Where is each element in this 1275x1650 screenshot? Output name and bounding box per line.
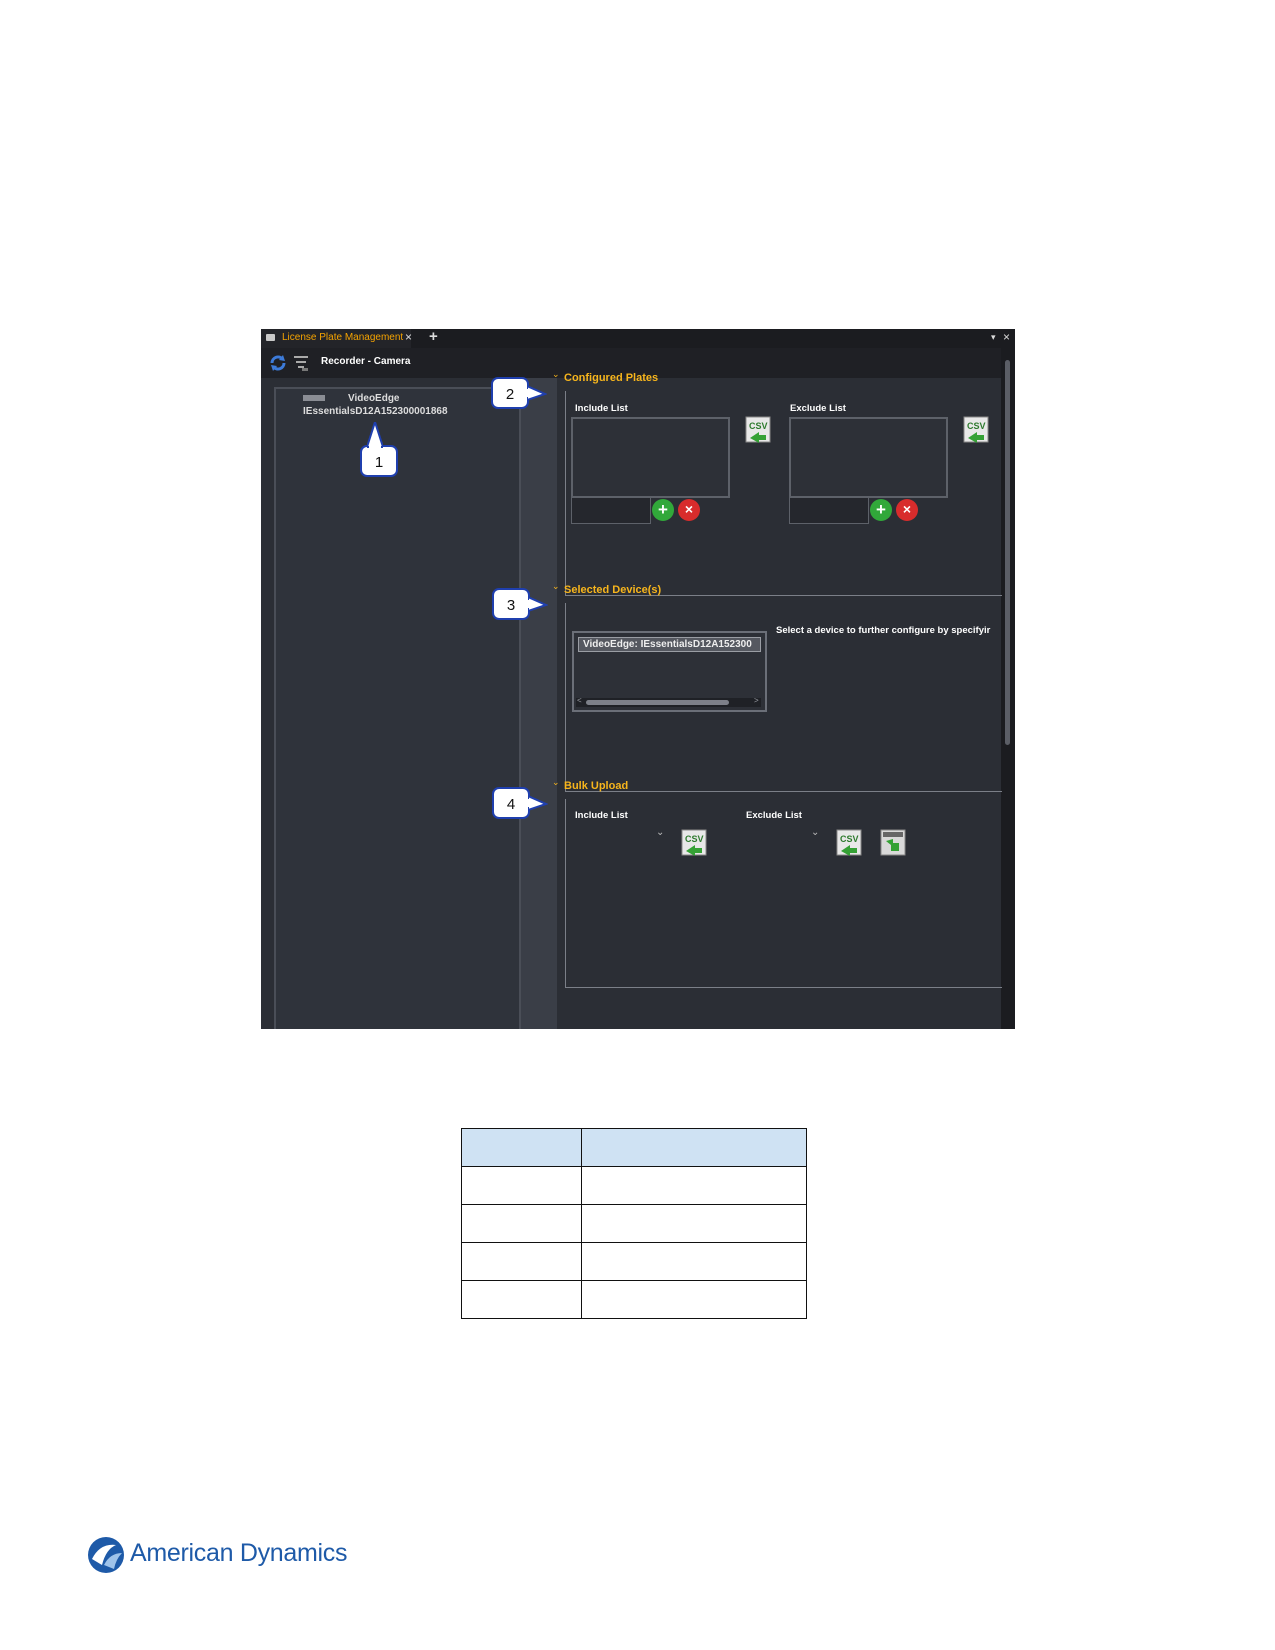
chevron-down-icon[interactable]: ⌄	[552, 581, 560, 591]
csv-text: CSV	[749, 421, 768, 431]
add-include-plate-button[interactable]: +	[652, 499, 674, 521]
configured-plates-title[interactable]: Configured Plates	[564, 372, 659, 384]
tab-license-plate-management[interactable]: License Plate Management ×	[261, 329, 413, 348]
license-plate-management-window: License Plate Management × + ▾ × Recorde…	[261, 329, 1015, 1029]
tab-close-icon[interactable]: ×	[405, 330, 413, 344]
callout-4-pointer	[528, 794, 548, 812]
bulk-upload-title[interactable]: Bulk Upload	[564, 780, 629, 792]
callout-reference-table	[461, 1128, 807, 1319]
filter-icon[interactable]	[293, 354, 309, 372]
american-dynamics-logo-text: American Dynamics	[130, 1539, 348, 1567]
device-tree-panel: VideoEdge IEssentialsD12A152300001868	[274, 387, 521, 1029]
configured-plates-box	[565, 391, 1002, 596]
exclude-list-label: Exclude List	[790, 403, 846, 414]
tab-window-icon	[266, 334, 275, 341]
selected-devices-title[interactable]: Selected Device(s)	[564, 584, 662, 596]
chevron-down-icon[interactable]: ⌄	[552, 369, 560, 379]
scrollbar-thumb[interactable]	[1005, 360, 1010, 745]
table-cell	[581, 1128, 807, 1167]
table-row	[461, 1242, 807, 1281]
toolbar: Recorder - Camera	[261, 348, 1001, 378]
bulk-upload-box	[565, 799, 1002, 988]
bulk-exclude-list-label: Exclude List	[746, 810, 802, 821]
include-plate-input[interactable]	[571, 497, 651, 524]
include-list-label: Include List	[575, 403, 628, 414]
table-cell	[461, 1128, 582, 1167]
table-cell	[581, 1280, 807, 1319]
american-dynamics-logo-icon	[88, 1537, 124, 1573]
exclude-list-box[interactable]	[789, 417, 948, 498]
callout-3-pointer	[528, 595, 548, 613]
bulk-include-list-label: Include List	[575, 810, 628, 821]
chevron-down-icon[interactable]: ⌄	[552, 777, 560, 787]
add-exclude-plate-button[interactable]: +	[870, 499, 892, 521]
callout-4: 4	[492, 787, 530, 819]
window-close-icon[interactable]: ×	[1003, 330, 1011, 344]
table-cell	[461, 1166, 582, 1205]
upload-exclude-csv-icon[interactable]: CSV	[836, 829, 862, 856]
export-exclude-csv-icon[interactable]: CSV	[963, 416, 989, 443]
import-upload-icon[interactable]	[880, 829, 906, 856]
scroll-left-icon[interactable]: <	[577, 696, 582, 705]
toolbar-title: Recorder - Camera	[321, 356, 411, 367]
device-id: IEssentialsD12A152300001868	[303, 406, 448, 417]
exclude-plate-input[interactable]	[789, 497, 869, 524]
include-list-box[interactable]	[571, 417, 730, 498]
selected-devices-list[interactable]: VideoEdge: IEssentialsD12A152300 < >	[572, 631, 767, 712]
table-cell	[461, 1280, 582, 1319]
callout-2-pointer	[527, 384, 547, 402]
panel-splitter[interactable]	[521, 378, 557, 1029]
table-row	[461, 1204, 807, 1243]
csv-text: CSV	[840, 834, 859, 844]
selected-device-item[interactable]: VideoEdge: IEssentialsD12A152300	[578, 637, 761, 652]
refresh-icon[interactable]	[269, 354, 287, 372]
csv-text: CSV	[967, 421, 986, 431]
vertical-scrollbar[interactable]	[1001, 348, 1015, 1029]
horizontal-scrollbar[interactable]: < >	[576, 696, 761, 707]
table-cell	[461, 1242, 582, 1281]
callout-3: 3	[492, 588, 530, 620]
callout-1: 1	[360, 445, 398, 477]
tab-bar: License Plate Management × + ▾ ×	[261, 329, 1015, 348]
exclude-list-dropdown[interactable]: ⌄	[811, 827, 820, 838]
callout-2: 2	[491, 377, 529, 409]
selected-device-hint: Select a device to further configure by …	[776, 625, 991, 636]
scrollbar-thumb[interactable]	[586, 700, 729, 705]
remove-exclude-plate-button[interactable]: ×	[896, 499, 918, 521]
remove-include-plate-button[interactable]: ×	[678, 499, 700, 521]
csv-text: CSV	[685, 834, 704, 844]
export-include-csv-icon[interactable]: CSV	[745, 416, 771, 443]
scroll-right-icon[interactable]: >	[754, 696, 759, 705]
window-menu-icon[interactable]: ▾	[991, 332, 996, 342]
table-cell	[461, 1204, 582, 1243]
table-row	[461, 1166, 807, 1205]
upload-include-csv-icon[interactable]: CSV	[681, 829, 707, 856]
table-header-row	[461, 1128, 807, 1167]
table-cell	[581, 1242, 807, 1281]
device-name: VideoEdge	[348, 393, 400, 404]
recorder-icon	[303, 395, 325, 401]
add-tab-icon[interactable]: +	[429, 329, 438, 345]
table-cell	[581, 1166, 807, 1205]
include-list-dropdown[interactable]: ⌄	[656, 827, 665, 838]
table-row	[461, 1280, 807, 1319]
callout-1-pointer	[367, 422, 383, 448]
table-cell	[581, 1204, 807, 1243]
selected-devices-box	[565, 603, 1002, 792]
tab-label: License Plate Management	[282, 332, 404, 343]
